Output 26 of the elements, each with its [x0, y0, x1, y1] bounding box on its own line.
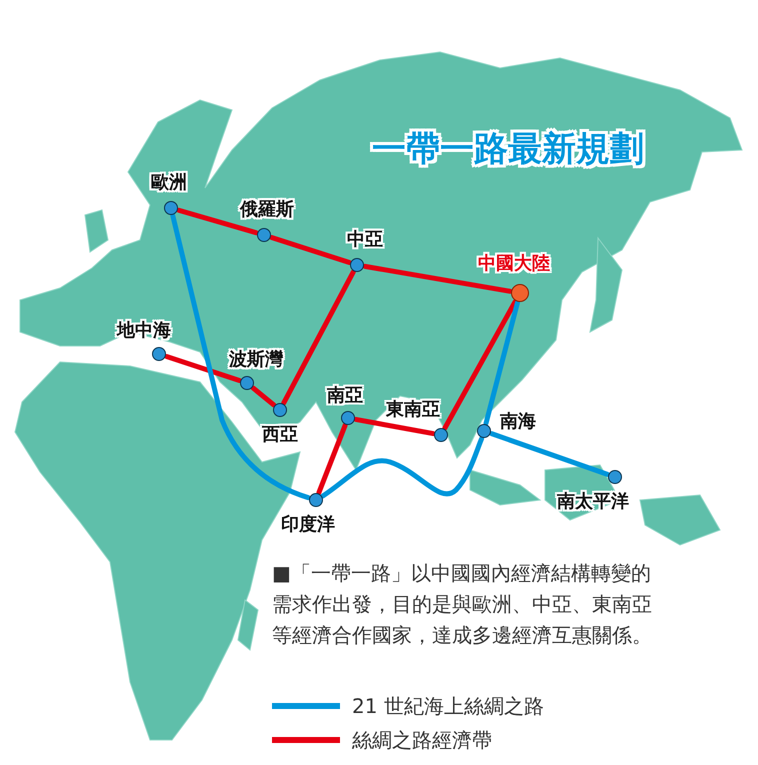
legend-text: 絲綢之路經濟帶 [352, 727, 492, 754]
route-line [353, 416, 436, 436]
route-line [164, 354, 242, 383]
place-label: 波斯灣 [229, 348, 283, 371]
description-text: ■「一帶一路」以中國國內經濟結構轉變的需求作出發，目的是與歐洲、中亞、東南亞等經濟合作國家，達成多邊經濟互惠關係。 [272, 560, 653, 649]
place-label: 南亞 [327, 384, 363, 407]
route-line [362, 264, 513, 294]
route-line [484, 300, 520, 426]
route-line [176, 208, 259, 236]
place-label: 中國大陸 [478, 252, 550, 275]
route-line [442, 299, 518, 430]
place-label: 中亞 [347, 228, 383, 251]
route-line [250, 386, 276, 408]
legend-text: 21 世紀海上絲綢之路 [352, 693, 544, 720]
place-label: 南海 [500, 410, 536, 433]
route-line [281, 270, 356, 406]
route-line [269, 234, 352, 266]
place-label: 南太平洋 [557, 490, 629, 513]
route-line [316, 422, 348, 496]
route-line [170, 213, 311, 500]
place-label: 印度洋 [281, 513, 335, 536]
map-title: 一帶一路最新規劃 [372, 128, 644, 171]
place-label: 俄羅斯 [240, 198, 294, 221]
route-line [320, 436, 484, 498]
route-line [489, 431, 610, 477]
place-label: 歐洲 [151, 171, 187, 194]
